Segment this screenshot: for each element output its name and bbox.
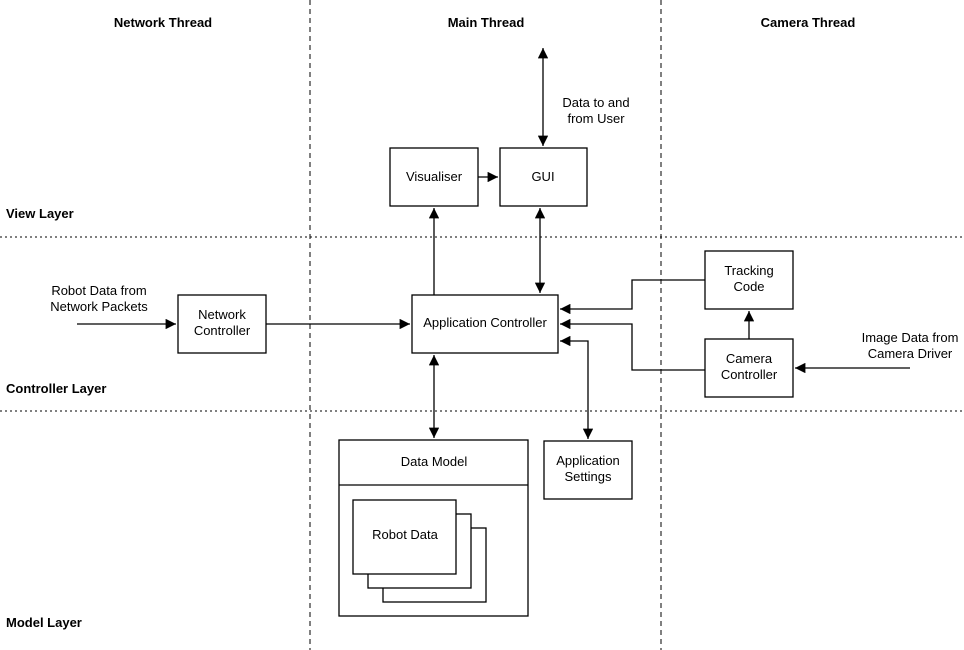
- application-settings-label-1: Application: [556, 453, 620, 468]
- network-thread-header: Network Thread: [114, 15, 212, 30]
- tracking-code-label-2: Code: [733, 279, 764, 294]
- application-controller-label: Application Controller: [423, 315, 547, 330]
- robot-data-label: Robot Data: [372, 527, 439, 542]
- visualiser-label: Visualiser: [406, 169, 463, 184]
- application-settings-box: [543, 440, 633, 500]
- main-thread-header: Main Thread: [448, 15, 525, 30]
- model-layer-label: Model Layer: [6, 615, 82, 630]
- arrow-tracking-appcontroller: [560, 279, 705, 315]
- network-controller-label-1: Network: [198, 307, 246, 322]
- arrow-appcontroller-settings: [560, 335, 594, 439]
- view-layer-label: View Layer: [6, 206, 74, 221]
- data-model-label: Data Model: [401, 454, 468, 469]
- gui-box: [499, 147, 588, 207]
- controller-layer-label: Controller Layer: [6, 381, 106, 396]
- tracking-code-label-1: Tracking: [724, 263, 773, 278]
- camera-driver-annotation-1: Image Data from: [862, 330, 959, 345]
- camera-controller-label-2: Controller: [721, 367, 778, 382]
- camera-thread-header: Camera Thread: [761, 15, 856, 30]
- network-controller-label-2: Controller: [194, 323, 251, 338]
- application-settings-label-2: Settings: [565, 469, 612, 484]
- user-data-annotation-2: from User: [567, 111, 625, 126]
- robot-packets-annotation-2: Network Packets: [50, 299, 148, 314]
- user-data-annotation-1: Data to and: [562, 95, 629, 110]
- gui-label: GUI: [531, 169, 554, 184]
- camera-driver-annotation-2: Camera Driver: [868, 346, 953, 361]
- visualiser-box: [389, 147, 479, 207]
- application-controller-box: [411, 294, 559, 354]
- robot-data-card-front: [352, 499, 457, 575]
- tracking-code-box: [704, 250, 794, 310]
- arrow-camera-appcontroller: [560, 318, 705, 371]
- network-controller-box: [177, 294, 267, 354]
- robot-packets-annotation-1: Robot Data from: [51, 283, 146, 298]
- camera-controller-label-1: Camera: [726, 351, 773, 366]
